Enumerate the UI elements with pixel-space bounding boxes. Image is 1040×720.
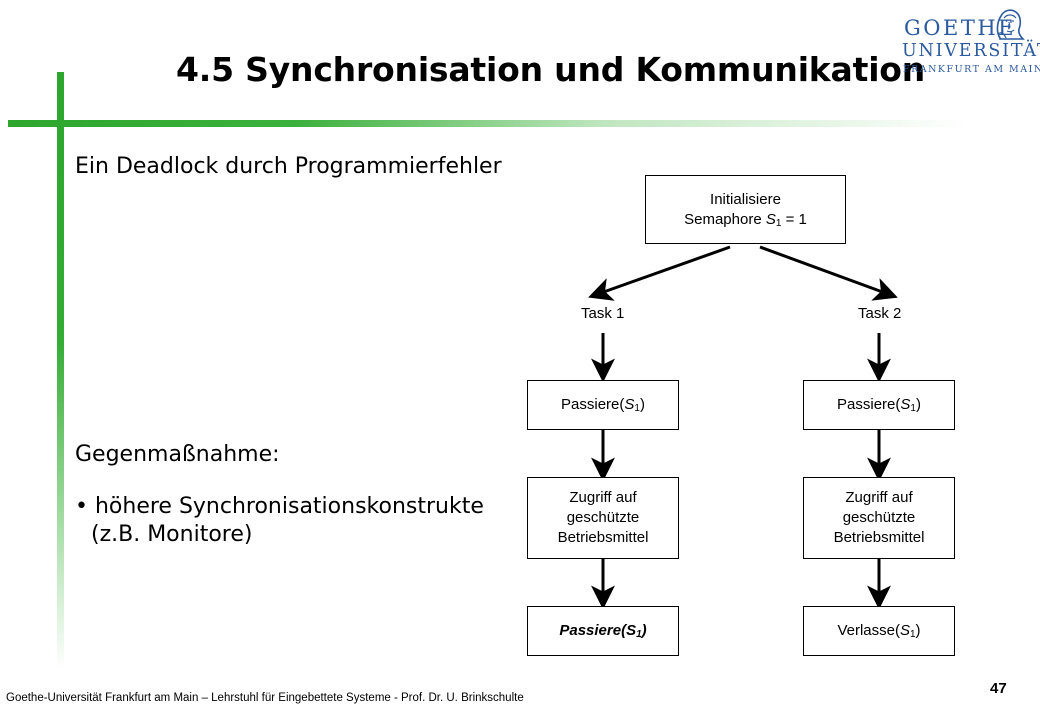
green-horizontal-bar — [8, 120, 968, 127]
task2-access-line2: geschützte — [842, 509, 916, 526]
init-line2-suffix: = 1 — [781, 210, 807, 228]
task1-passiere-close: ) — [639, 396, 645, 413]
task2-verlasse-op: Verlasse( — [837, 622, 900, 639]
slide-heading: Ein Deadlock durch Programmierfehler — [75, 154, 502, 179]
goethe-portrait-icon — [996, 9, 1025, 40]
task2-access-box: Zugriff auf geschützte Betriebsmittel — [803, 477, 955, 559]
task1-access-line3: Betriebsmittel — [557, 529, 649, 546]
task2-passiere-close: ) — [915, 396, 921, 413]
task1-access-line2: geschützte — [566, 509, 640, 526]
slide-title: 4.5 Synchronisation und Kommunikation — [176, 50, 926, 89]
task1-passiere-box: Passiere(S1) — [527, 380, 679, 430]
task1-passiere2-var: S — [626, 622, 637, 639]
task2-verlasse-close: ) — [915, 622, 921, 639]
task2-verlasse-sub: 1 — [909, 629, 916, 640]
init-line1: Initialisiere — [710, 190, 781, 208]
countermeasure-title: Gegenmaßnahme: — [75, 442, 280, 467]
task1-passiere2-op: Passiere( — [559, 622, 627, 639]
university-logo: GOETHE UNIVERSITÄT FRANKFURT AM MAIN — [898, 4, 1040, 76]
task2-passiere-var: S — [900, 396, 911, 413]
green-vertical-bar — [57, 72, 64, 670]
task1-passiere2-sub: 1 — [636, 629, 642, 640]
task2-verlasse-box: Verlasse(S1) — [803, 606, 955, 656]
task2-passiere-box: Passiere(S1) — [803, 380, 955, 430]
bullet-item-line2: (z.B. Monitore) — [91, 522, 253, 547]
task1-label: Task 1 — [581, 305, 625, 322]
task2-access-line1: Zugriff auf — [845, 489, 913, 506]
task1-passiere-error-box: Passiere(S1) — [527, 606, 679, 656]
init-semaphore-sub: 1 — [775, 217, 782, 229]
task1-passiere2-close: ) — [641, 622, 647, 639]
task1-access-box: Zugriff auf geschützte Betriebsmittel — [527, 477, 679, 559]
task1-access-line1: Zugriff auf — [569, 489, 637, 506]
task2-passiere-op: Passiere( — [837, 396, 901, 413]
logo-line-goethe: GOETHE — [904, 16, 1016, 40]
init-line2-prefix: Semaphore — [684, 210, 766, 228]
task2-label: Task 2 — [858, 305, 902, 322]
task2-verlasse-var: S — [899, 622, 910, 639]
arrow-init-to-task1 — [588, 245, 731, 301]
footer-text: Goethe-Universität Frankfurt am Main – L… — [6, 692, 524, 704]
arrow-init-to-task2 — [759, 245, 898, 301]
init-semaphore-var: S — [765, 210, 776, 228]
task1-passiere-op: Passiere( — [561, 396, 625, 413]
page-number: 47 — [990, 680, 1007, 697]
init-semaphore-box: Initialisiere Semaphore S1 = 1 — [645, 175, 846, 244]
task2-passiere-sub: 1 — [910, 403, 916, 414]
task1-passiere-var: S — [624, 396, 635, 413]
logo-line-frankfurt: FRANKFURT AM MAIN — [903, 64, 1040, 75]
bullet-item-line1: • höhere Synchronisationskonstrukte — [75, 494, 484, 519]
task1-passiere-sub: 1 — [634, 403, 640, 414]
logo-line-universitaet: UNIVERSITÄT — [902, 41, 1040, 61]
task2-access-line3: Betriebsmittel — [833, 529, 925, 546]
